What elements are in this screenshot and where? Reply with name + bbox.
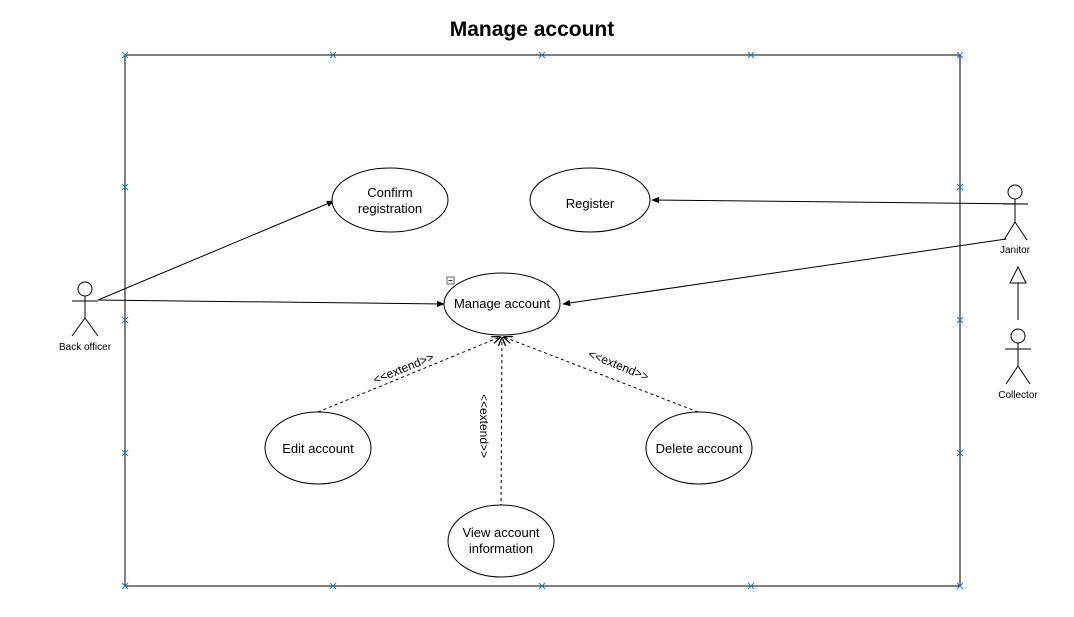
use-case-register[interactable]: Register	[529, 167, 651, 233]
stick-figure-icon	[1005, 328, 1031, 385]
association-janitor-manage[interactable]	[562, 238, 1007, 307]
generalization-collector-janitor[interactable]	[1009, 265, 1027, 320]
stick-figure-icon	[1003, 184, 1028, 241]
extend-label-delete: <<extend>>	[586, 347, 651, 384]
extend-label-edit: <<extend>>	[371, 350, 436, 387]
view-account-line1: View account	[462, 525, 539, 540]
janitor-label: Janitor	[1000, 245, 1031, 256]
edit-account-label: Edit account	[282, 441, 354, 456]
manage-account-label: Manage account	[454, 296, 551, 311]
actor-collector[interactable]: Collector	[998, 328, 1038, 401]
extend-view-account-information[interactable]	[501, 338, 502, 508]
stick-figure-icon	[71, 281, 99, 337]
association-backofficer-confirm[interactable]	[97, 200, 335, 301]
diagram-title: Manage account	[450, 18, 615, 41]
association-janitor-register[interactable]	[651, 196, 1029, 205]
collapse-toggle-icon[interactable]	[446, 276, 455, 285]
use-case-confirm-registration[interactable]: Confirm registration	[331, 167, 449, 233]
register-label: Register	[566, 196, 615, 211]
use-case-delete-account[interactable]: Delete account	[645, 411, 753, 485]
collector-label: Collector	[998, 390, 1038, 401]
extend-label-view: <<extend>>	[477, 394, 491, 458]
confirm-registration-line2: registration	[358, 201, 422, 216]
use-case-edit-account[interactable]: Edit account	[264, 411, 372, 485]
use-case-manage-account[interactable]: Manage account	[443, 272, 561, 336]
use-case-view-account-information[interactable]: View account information	[447, 504, 555, 578]
back-officer-label: Back officer	[59, 342, 112, 353]
delete-account-label: Delete account	[656, 441, 743, 456]
association-backofficer-manage[interactable]	[97, 299, 445, 308]
confirm-registration-line1: Confirm	[367, 185, 413, 200]
actor-janitor[interactable]: Janitor	[1000, 184, 1031, 256]
boundary-markers	[121, 51, 964, 590]
extend-edit-account[interactable]	[317, 337, 500, 413]
extend-delete-account[interactable]	[504, 337, 699, 413]
view-account-line2: information	[469, 541, 533, 556]
actor-back-officer[interactable]: Back officer	[59, 281, 112, 353]
